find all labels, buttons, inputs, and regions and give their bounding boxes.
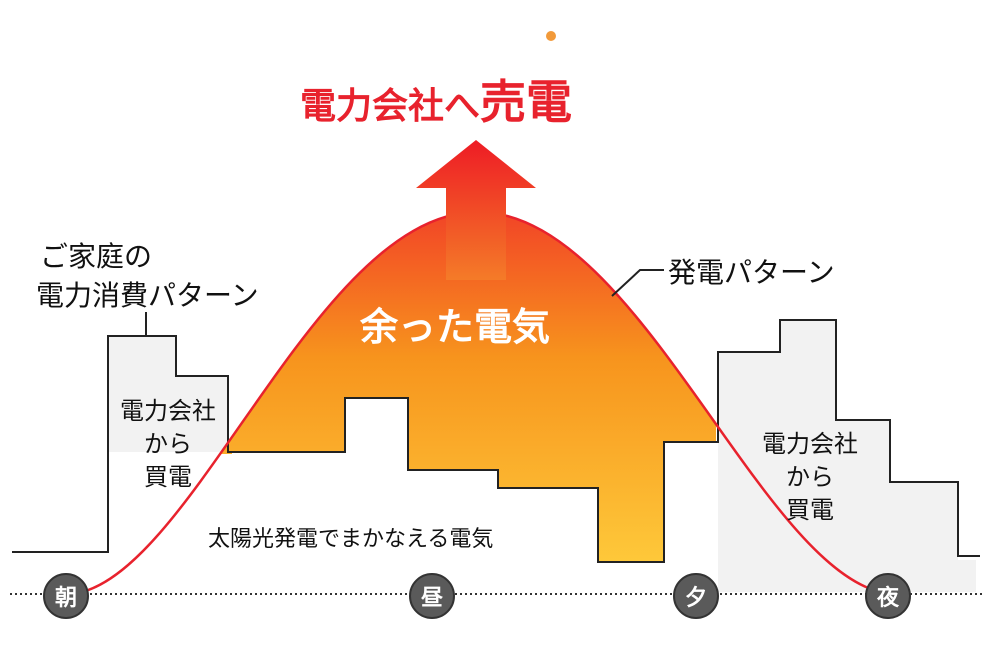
- sell-arrow: [416, 140, 536, 280]
- svg-text:から: から: [144, 430, 192, 458]
- title-sell-to-utility: 電力会社へ売電: [300, 75, 572, 129]
- svg-text:から: から: [786, 463, 834, 491]
- surplus-label: 余った電気: [359, 305, 550, 349]
- svg-text:夕: 夕: [685, 585, 707, 611]
- svg-text:電力会社: 電力会社: [120, 397, 216, 425]
- time-marker-evening: 夕: [673, 573, 719, 619]
- consumption-area: [108, 320, 976, 592]
- generation-leader-line: [611, 269, 664, 297]
- solar-covered-label: 太陽光発電でまかなえる電気: [208, 527, 493, 552]
- consumption-label-line1: ご家庭の: [40, 240, 152, 273]
- svg-text:電力会社: 電力会社: [762, 430, 858, 458]
- svg-text:買電: 買電: [786, 496, 834, 524]
- buy-from-utility-left: 電力会社 から 買電: [120, 397, 216, 491]
- buy-from-utility-right: 電力会社 から 買電: [762, 430, 858, 524]
- svg-text:買電: 買電: [144, 463, 192, 491]
- consumption-pattern-line: [12, 319, 980, 563]
- consumption-label-line2: 電力消費パターン: [36, 279, 259, 312]
- time-marker-night: 夜: [865, 573, 911, 619]
- time-marker-noon: 昼: [409, 573, 455, 619]
- generation-label: 発電パターン: [668, 256, 835, 289]
- svg-text:昼: 昼: [421, 586, 444, 611]
- svg-text:夜: 夜: [876, 585, 900, 611]
- decorative-dot: [546, 31, 556, 41]
- time-marker-morning: 朝: [43, 573, 89, 619]
- svg-text:朝: 朝: [55, 585, 77, 611]
